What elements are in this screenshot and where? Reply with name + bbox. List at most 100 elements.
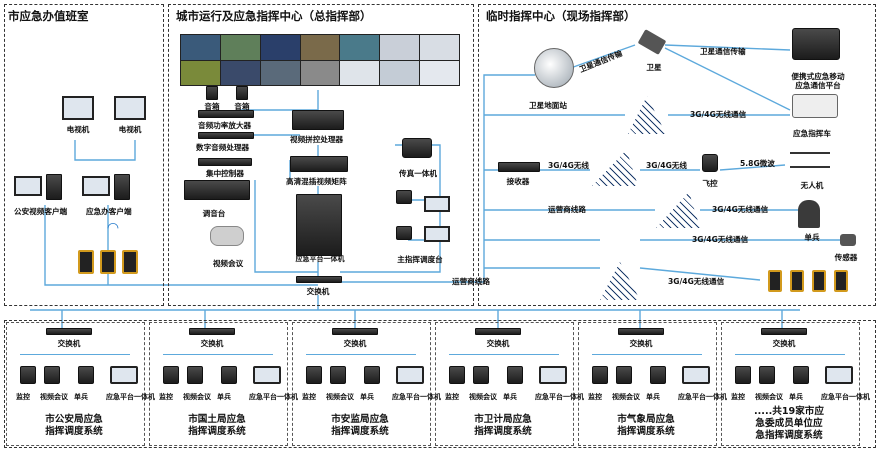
emergency-platform-label: 应急平台一体机 — [295, 255, 345, 263]
flight-controller — [702, 154, 718, 172]
subsystem-item-label: 视频会议 — [612, 393, 640, 401]
satellite-station-label: 卫星地面站 — [529, 101, 567, 110]
panel-field-command-title: 临时指挥中心（现场指挥部） — [486, 9, 636, 23]
panel-subsystems — [4, 320, 876, 448]
microwave-label: 5.8G微波 — [740, 159, 775, 168]
tv-label-1: 电视机 — [66, 125, 90, 134]
tv-label-2: 电视机 — [118, 125, 142, 134]
hd-video-matrix-label: 高清混插视频矩阵 — [286, 177, 347, 186]
audio-mixer — [184, 180, 250, 200]
speaker-label-2: 音箱 — [234, 102, 250, 111]
police-client-label: 公安视频客户端 — [14, 207, 68, 216]
subsystem-item-label: 单兵 — [503, 393, 517, 401]
subsystem-video-conference — [473, 366, 489, 384]
subsystem-item-label: 应急平台一体机 — [106, 393, 155, 401]
subsystem-switch-label: 交换机 — [486, 339, 510, 348]
speaker-2 — [236, 86, 248, 100]
subsystem-platform-laptop — [682, 366, 710, 384]
subsystem-link — [592, 354, 702, 356]
subsystem-switch — [618, 328, 664, 335]
subsystem-link — [163, 354, 273, 356]
subsystem-video-conference — [616, 366, 632, 384]
subsystem-switch-label: 交换机 — [200, 339, 224, 348]
subsystem-platform-laptop — [539, 366, 567, 384]
subsystem-switch-label: 交换机 — [629, 339, 653, 348]
subsystem-item-label: 视频会议 — [326, 393, 354, 401]
wireless-label-3: 3G/4G无线通信 — [692, 235, 749, 244]
subsystem-camera — [163, 366, 179, 384]
subsystem-switch — [332, 328, 378, 335]
ip-phone-2 — [396, 226, 412, 240]
emergency-client-pc — [114, 174, 130, 200]
subsystem-platform-laptop — [110, 366, 138, 384]
wifi-icon: ◠ — [106, 220, 120, 236]
video-splice-label: 视频拼控处理器 — [290, 135, 344, 144]
subsystem-item-label: 应急平台一体机 — [821, 393, 870, 401]
wireless-label-1: 3G/4G无线通信 — [690, 110, 747, 119]
audio-processor-label: 数字音频处理器 — [196, 143, 250, 152]
wireless-label-4: 3G/4G无线通信 — [668, 277, 725, 286]
audio-mixer-label: 调音台 — [202, 209, 226, 218]
audio-amplifier-label: 音频功率放大器 — [198, 121, 252, 130]
subsystem-item-label: 监控 — [731, 393, 745, 401]
fax-machine — [402, 138, 432, 158]
subsystem-item-label: 应急平台一体机 — [678, 393, 727, 401]
police-client-pc — [46, 174, 62, 200]
drone-label: 无人机 — [800, 181, 824, 190]
subsystem-item-label: 单兵 — [360, 393, 374, 401]
subsystem-switch — [475, 328, 521, 335]
receiver-device — [498, 162, 540, 172]
subsystem-link — [735, 354, 845, 356]
subsystem-switch-label: 交换机 — [772, 339, 796, 348]
panel-field-command — [478, 4, 876, 306]
fax-machine-label: 传真一体机 — [399, 169, 437, 178]
subsystem-link — [20, 354, 130, 356]
subsystem-field-soldier — [364, 366, 380, 384]
subsystem-title: .....共19家市应 急委成员单位应 急指挥调度系统 — [754, 406, 824, 441]
sensor-label: 传感器 — [834, 253, 858, 262]
field-soldier-label: 单兵 — [804, 233, 820, 242]
subsystem-switch-label: 交换机 — [343, 339, 367, 348]
police-client-monitor — [14, 176, 42, 196]
subsystem-switch — [46, 328, 92, 335]
subsystem-item-label: 单兵 — [789, 393, 803, 401]
panel-command-center-title: 城市运行及应急指挥中心（总指挥部） — [176, 9, 372, 23]
field-terminal-3 — [812, 270, 826, 292]
subsystem-camera — [20, 366, 36, 384]
subsystem-link — [306, 354, 416, 356]
subsystem-item-label: 视频会议 — [755, 393, 783, 401]
subsystem-item-label: 监控 — [302, 393, 316, 401]
subsystem-cell — [149, 322, 288, 446]
subsystem-title: 市气象局应急 指挥调度系统 — [617, 414, 675, 437]
sensor-device — [840, 234, 856, 246]
video-splice-processor — [292, 110, 344, 130]
subsystem-item-label: 应急平台一体机 — [535, 393, 584, 401]
tv-monitor-1 — [62, 96, 94, 120]
subsystem-cell — [6, 322, 145, 446]
dispatch-monitor-1 — [424, 196, 450, 212]
subsystem-item-label: 监控 — [16, 393, 30, 401]
video-conference-label: 视频会议 — [212, 259, 244, 268]
subsystem-item-label: 监控 — [445, 393, 459, 401]
subsystem-item-label: 视频会议 — [40, 393, 68, 401]
subsystem-field-soldier — [650, 366, 666, 384]
subsystem-video-conference — [44, 366, 60, 384]
panel-duty-room — [4, 4, 164, 306]
subsystem-platform-laptop — [396, 366, 424, 384]
subsystem-video-conference — [187, 366, 203, 384]
subsystem-switch — [761, 328, 807, 335]
carrier-line-label: 运营商线路 — [452, 277, 490, 286]
video-conference-terminal — [210, 226, 244, 246]
carrier-label: 运营商线路 — [548, 205, 586, 214]
field-soldier — [798, 200, 820, 228]
subsystem-title: 市卫计局应急 指挥调度系统 — [474, 414, 532, 437]
dispatch-monitor-2 — [424, 226, 450, 242]
subsystem-platform-laptop — [253, 366, 281, 384]
handheld-terminal-3 — [122, 250, 138, 274]
speaker-label-1: 音箱 — [204, 102, 220, 111]
subsystem-field-soldier — [793, 366, 809, 384]
subsystem-item-label: 监控 — [159, 393, 173, 401]
flight-controller-label: 飞控 — [702, 179, 718, 188]
subsystem-item-label: 视频会议 — [183, 393, 211, 401]
subsystem-item-label: 应急平台一体机 — [392, 393, 441, 401]
